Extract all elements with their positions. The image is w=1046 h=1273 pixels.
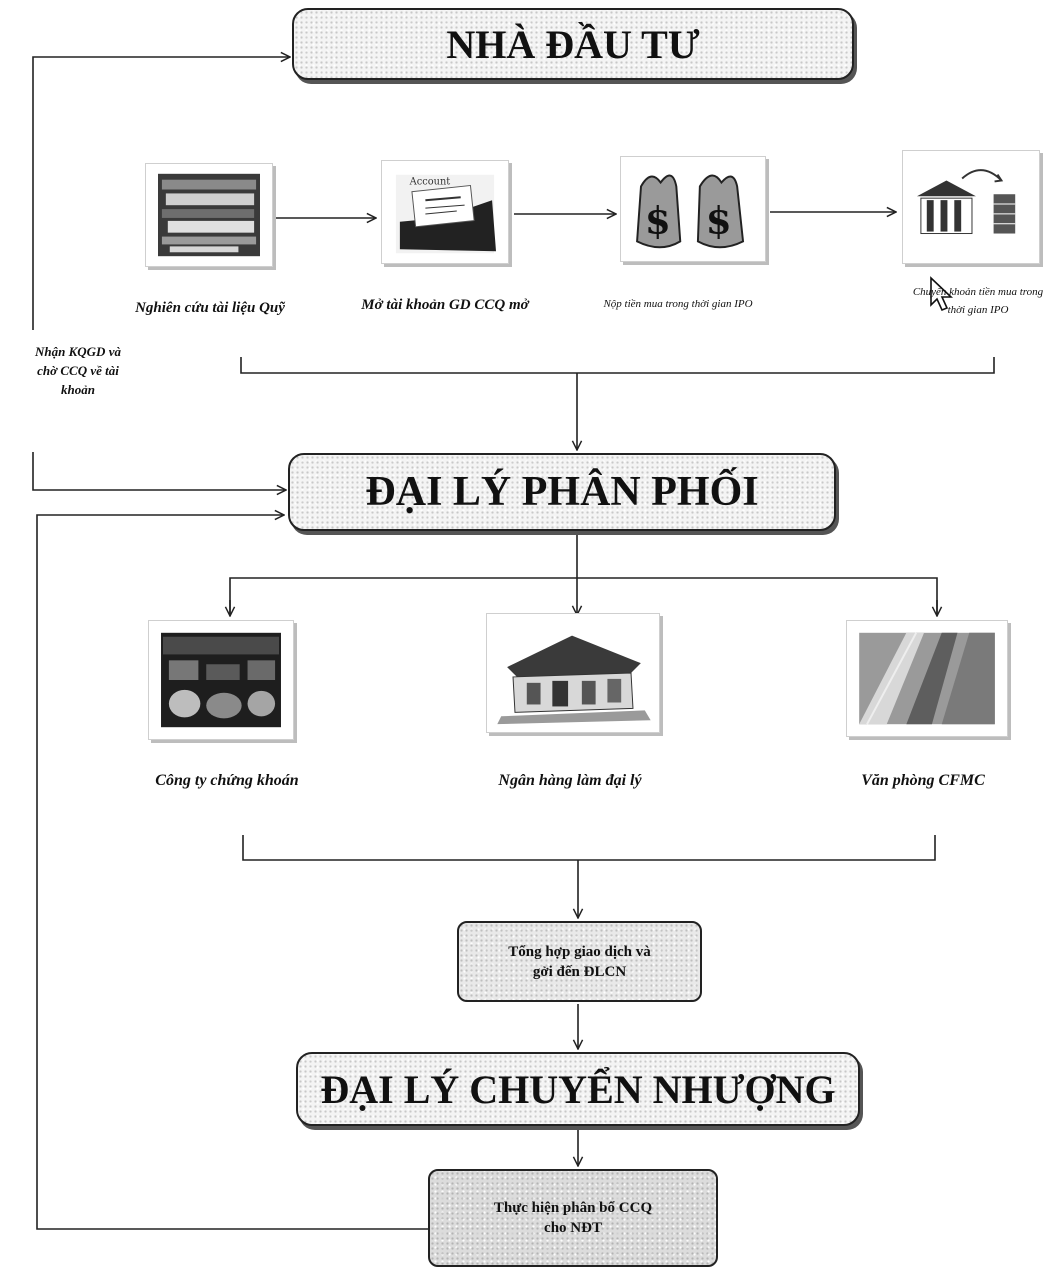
summary-box: Tổng hợp giao dịch và gởi đến ĐLCN xyxy=(457,921,702,1002)
investor-box: NHÀ ĐẦU TƯ xyxy=(292,8,854,80)
transfer-agent-title: ĐẠI LÝ CHUYỂN NHƯỢNG xyxy=(320,1066,836,1112)
result-side-note: Nhận KQGD và chờ CCQ về tài khoản xyxy=(35,344,121,397)
allocation-text: Thực hiện phân bổ CCQ cho NĐT xyxy=(493,1200,653,1236)
svg-text:Account: Account xyxy=(409,177,451,188)
trading-floor-icon xyxy=(148,620,294,740)
account-form-icon: Account xyxy=(381,160,509,264)
documents-icon xyxy=(145,163,273,267)
steps-collector-line xyxy=(240,357,995,374)
result-to-distributor-arrow xyxy=(32,452,286,490)
distributor-fanout-line xyxy=(229,577,938,615)
transfer-agent-box: ĐẠI LÝ CHUYỂN NHƯỢNG xyxy=(296,1052,860,1126)
step-open-account-caption: Mở tài khoản GD CCQ mở xyxy=(361,297,529,313)
allocation-box: Thực hiện phân bổ CCQ cho NĐT xyxy=(428,1169,718,1267)
office-building-icon xyxy=(846,620,1008,737)
channels-collector-line xyxy=(242,835,936,861)
bank-building-icon xyxy=(486,613,660,733)
svg-text:$: $ xyxy=(645,199,671,243)
step-deposit-caption: Nộp tiền mua trong thời gian IPO xyxy=(603,298,753,310)
investor-title: NHÀ ĐẦU TƯ xyxy=(446,21,700,67)
step-research-caption: Nghiên cứu tài liệu Quỹ xyxy=(135,300,285,316)
channel-bank-caption: Ngân hàng làm đại lý xyxy=(498,772,642,789)
svg-text:$: $ xyxy=(706,199,732,243)
return-to-investor-arrow xyxy=(32,57,290,330)
distributor-title: ĐẠI LÝ PHÂN PHỐI xyxy=(365,469,759,515)
allocation-to-distributor-arrow xyxy=(36,515,428,1230)
channel-office-caption: Văn phòng CFMC xyxy=(861,772,985,789)
bank-transfer-icon xyxy=(902,150,1040,264)
channel-securities-caption: Công ty chứng khoán xyxy=(155,772,299,789)
summary-text: Tổng hợp giao dịch và gởi đến ĐLCN xyxy=(508,943,651,980)
distributor-box: ĐẠI LÝ PHÂN PHỐI xyxy=(288,453,836,531)
step-transfer-money-caption: Chuyển khoản tiền mua trong thời gian IP… xyxy=(912,286,1044,316)
mouse-cursor-icon xyxy=(930,276,954,312)
money-bags-icon: $ $ xyxy=(620,156,766,262)
